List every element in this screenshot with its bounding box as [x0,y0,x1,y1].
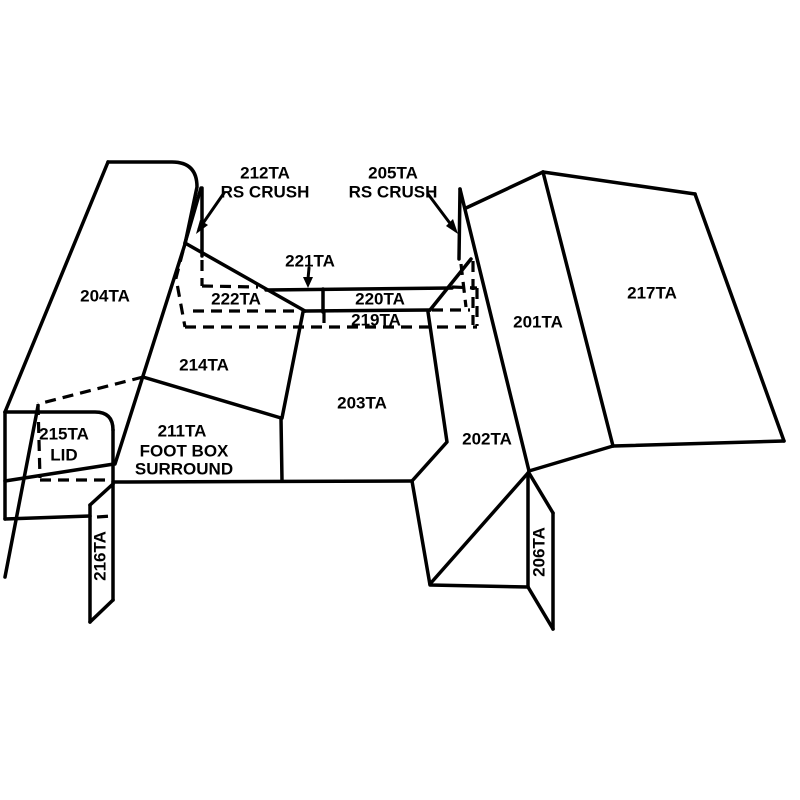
label-202ta: 202TA [462,429,512,448]
panel-214ta-fold-line [183,241,307,313]
panel-217ta-outline [541,170,786,448]
label-212ta: 212TA [240,163,290,182]
label-211ta-sub: FOOT BOX [140,441,229,460]
panel-202ta-flap-outline [410,471,530,589]
panel-211ta-outline [111,375,414,484]
strip-206ta-outline [526,471,555,631]
label-203ta: 203TA [337,393,387,412]
label-215ta-sub: LID [50,445,77,464]
panel-201ta-outline [458,170,615,473]
strip-216ta-outline [88,482,115,624]
hidden-lines-219ta [185,312,477,329]
label-205ta: 205TA [368,163,418,182]
hidden-lines-crush-212ta [174,250,298,328]
label-221ta: 221TA [285,251,335,270]
label-220ta: 220TA [355,289,405,308]
label-206ta: 206TA [529,527,548,577]
label-201ta: 201TA [513,312,563,331]
label-215ta: 215TA [39,424,89,443]
label-211ta: 211TA [158,421,207,440]
panel-203ta-outline [280,310,449,483]
label-222ta: 222TA [211,289,261,308]
label-211ta-sub2: SURROUND [135,459,233,478]
label-205ta-sub: RS CRUSH [349,182,438,201]
label-216ta: 216TA [90,531,109,581]
label-204ta: 204TA [80,286,130,305]
label-219ta: 219TA [351,310,401,329]
panel-204ta-outline [3,160,199,466]
spike-205ta-crush [428,187,473,312]
hidden-lines-crush-205ta [432,261,479,326]
callout-arrow-205ta [426,192,458,234]
label-217ta: 217TA [627,283,677,302]
callout-arrow-212ta [196,191,226,234]
label-214ta: 214TA [179,355,229,374]
panel-215ta-lid-outline [3,404,116,602]
label-212ta-sub: RS CRUSH [221,182,310,201]
strip-220ta-219ta [264,286,454,314]
hidden-lines-left [36,375,144,519]
callout-arrow-221ta [303,266,313,288]
